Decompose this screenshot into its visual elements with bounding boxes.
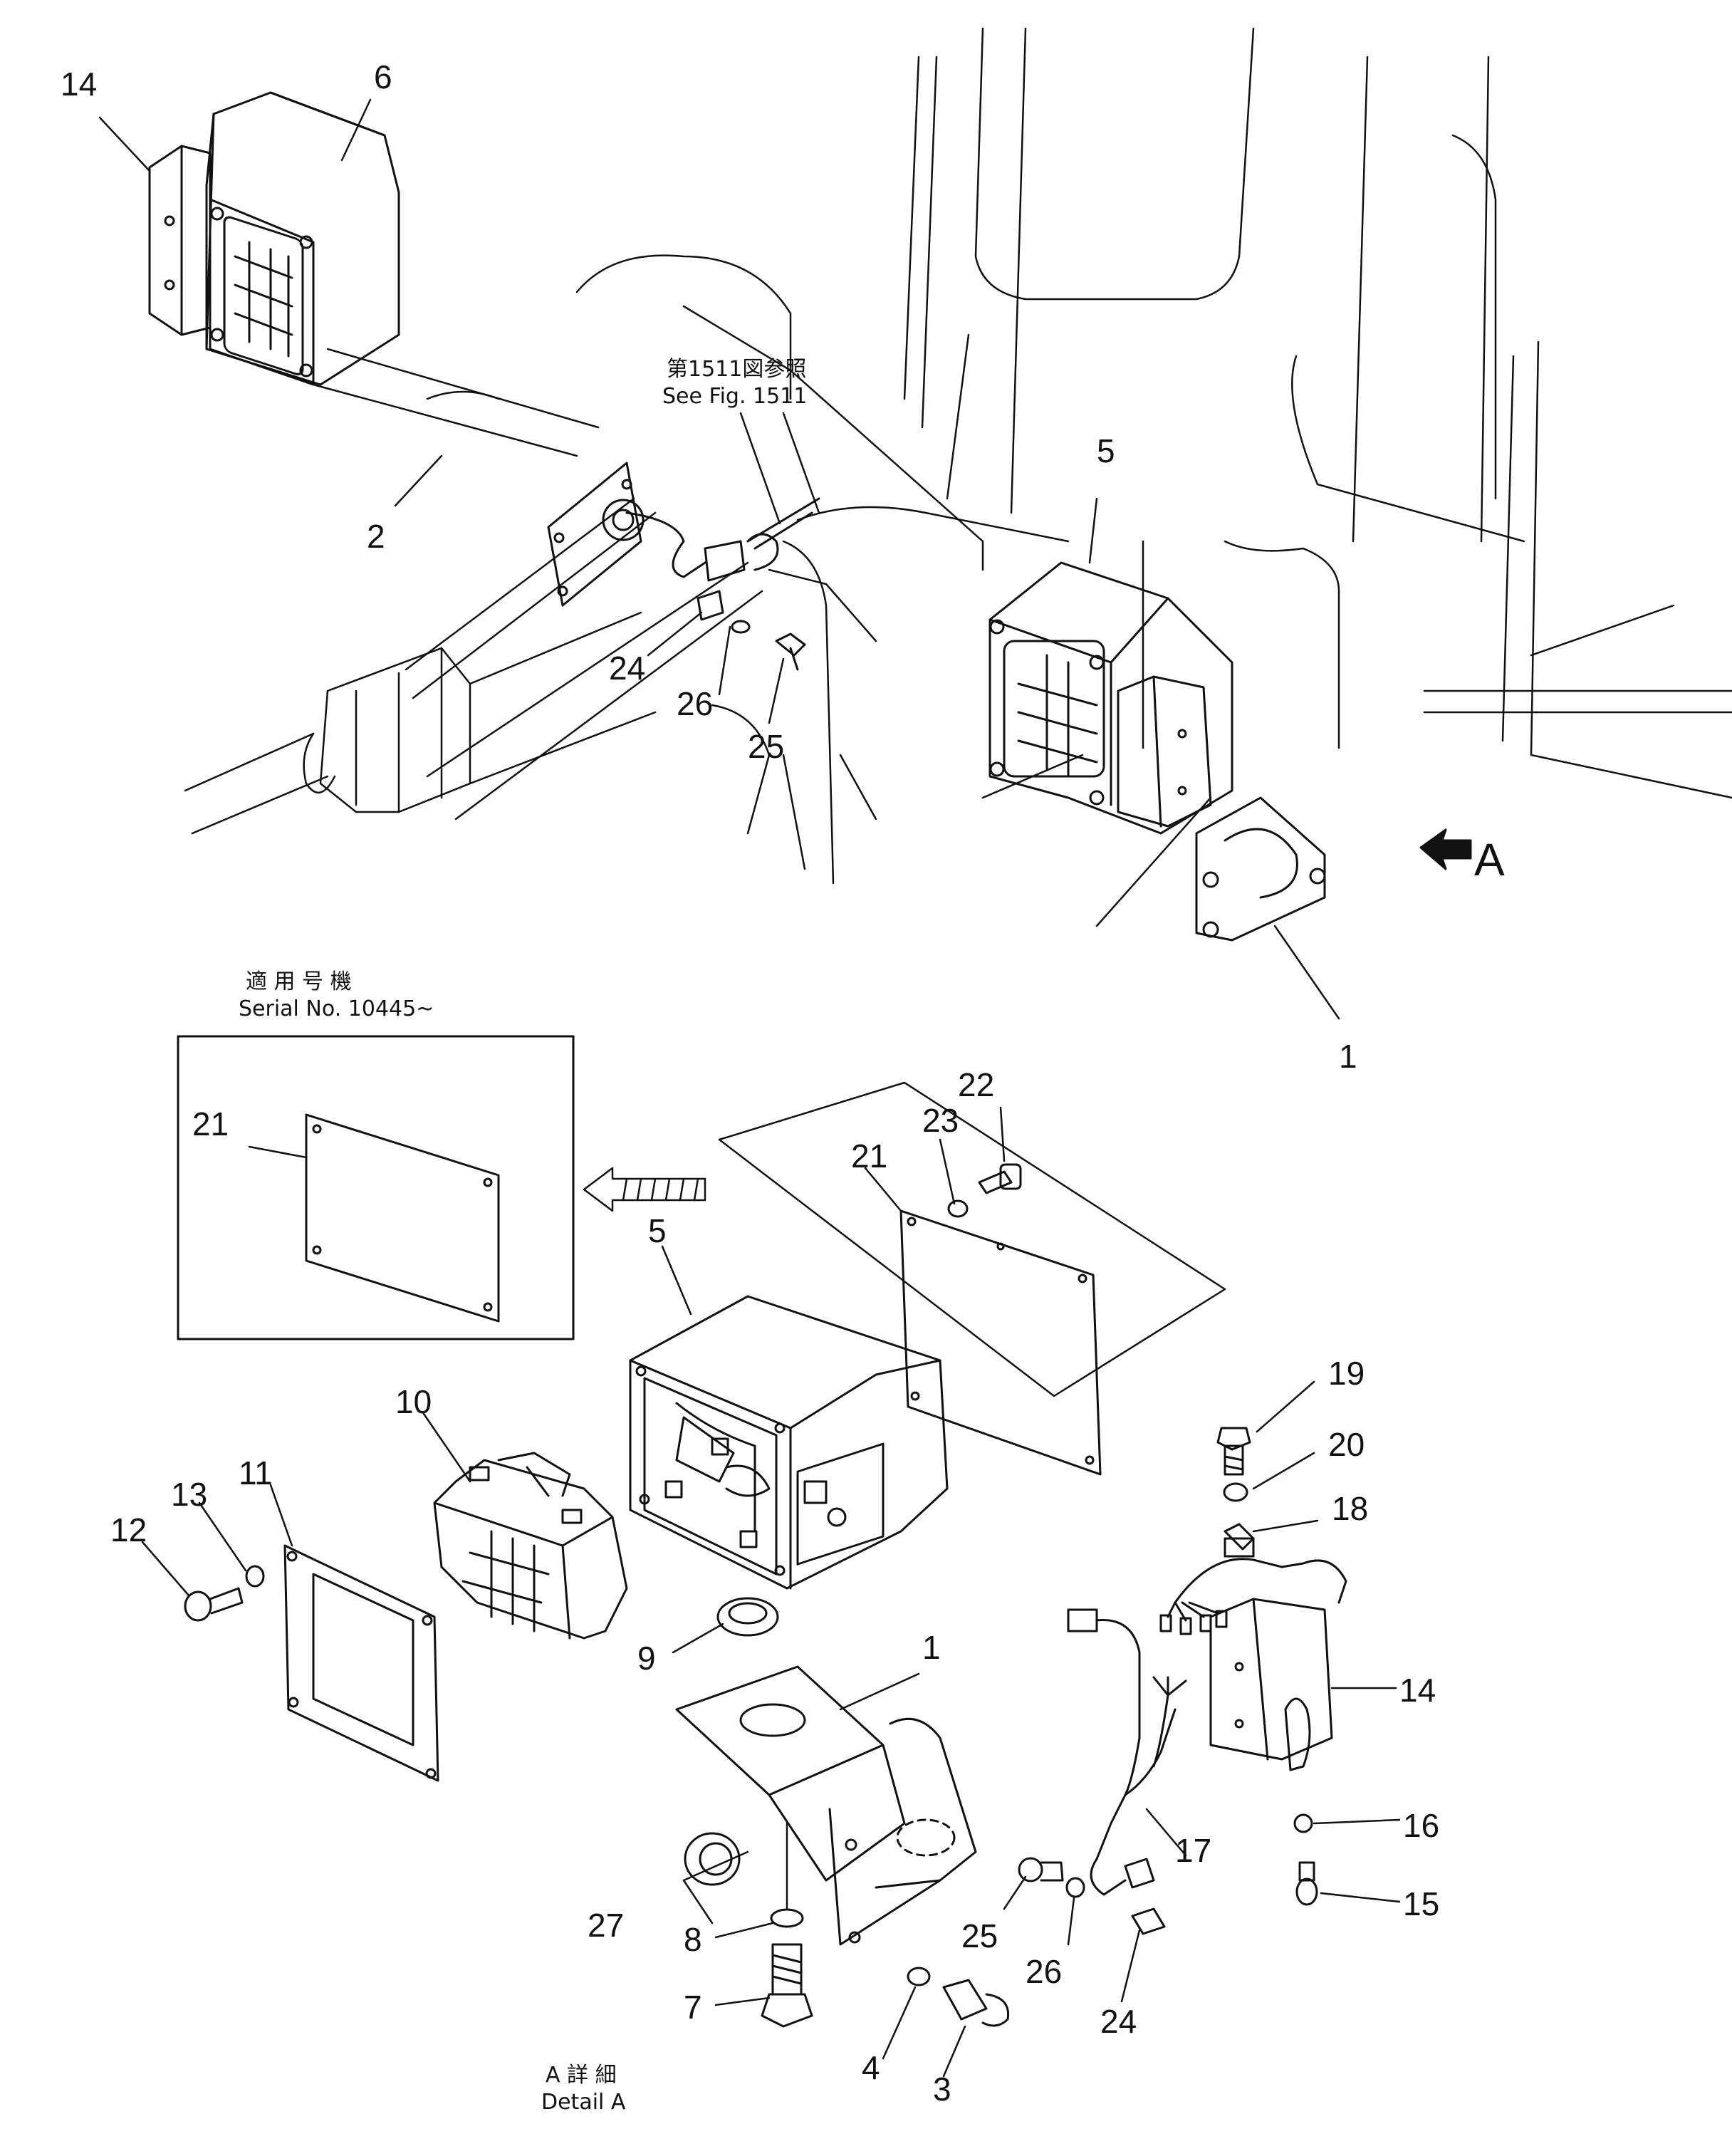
callout-6: 6	[374, 58, 392, 95]
lamp-unit-10	[433, 1452, 628, 1640]
harness-top	[547, 462, 820, 671]
washer-4	[907, 1967, 931, 1986]
screw-15	[1295, 1861, 1318, 1906]
callout-21: 21	[851, 1137, 888, 1175]
bolt-7	[761, 1943, 813, 2028]
callout-5-top: 5	[1097, 432, 1115, 469]
washer-16	[1293, 1813, 1313, 1833]
callout-18: 18	[1332, 1490, 1369, 1527]
bracket-1	[675, 1665, 977, 1946]
screw-22	[978, 1163, 1022, 1194]
washer-20	[1223, 1482, 1248, 1502]
callout-15: 15	[1403, 1885, 1440, 1922]
callout-27: 27	[588, 1907, 625, 1944]
inset-arrow	[583, 1167, 706, 1212]
grommet-9	[716, 1597, 779, 1637]
bolt-25	[1018, 1857, 1064, 1882]
callout-9: 9	[637, 1640, 656, 1677]
work-light-6	[205, 91, 400, 386]
callout-2: 2	[367, 518, 385, 555]
serial-note-en: Serial No. 10445~	[239, 996, 434, 1021]
callout-7: 7	[684, 1989, 702, 2026]
machine-outline	[184, 27, 1732, 927]
callout-20: 20	[1328, 1426, 1365, 1463]
screw-12	[184, 1587, 244, 1622]
work-light-5-top	[988, 561, 1233, 835]
washer-8	[770, 1908, 804, 1928]
leader-lines-detail	[141, 1106, 1401, 2078]
view-arrow-a	[1419, 828, 1472, 870]
clip-18	[1224, 1523, 1255, 1551]
callout-26-detail: 26	[1026, 1953, 1063, 1990]
callout-24-top: 24	[609, 650, 646, 687]
serial-inset	[177, 1035, 575, 1340]
washer-13	[245, 1565, 265, 1588]
callout-17: 17	[1175, 1832, 1212, 1869]
callout-24-detail: 24	[1100, 2003, 1137, 2040]
serial-note-jp: 適 用 号 機	[246, 969, 352, 994]
callout-12: 12	[110, 1511, 147, 1548]
bolt-19	[1216, 1427, 1251, 1476]
harness-17	[1067, 1537, 1347, 1896]
callout-25-top: 25	[748, 728, 785, 765]
callout-21-inset: 21	[192, 1105, 229, 1142]
washer-23	[947, 1199, 969, 1218]
see-fig-note: 第1511図参照 See Fig. 1511	[662, 356, 807, 410]
callout-14-top: 14	[61, 66, 98, 103]
callout-8: 8	[684, 1921, 702, 1958]
side-lamp-14	[1209, 1598, 1333, 1771]
side-lamp-14-right	[1117, 675, 1212, 828]
callout-3: 3	[933, 2071, 951, 2108]
callout-13: 13	[171, 1476, 208, 1513]
callout-1-top: 1	[1339, 1038, 1357, 1075]
clip-24	[1131, 1907, 1166, 1935]
callout-10: 10	[395, 1383, 432, 1420]
callout-4: 4	[862, 2049, 880, 2086]
callout-22: 22	[958, 1066, 995, 1103]
callout-23: 23	[922, 1102, 959, 1139]
view-letter-a: A	[1474, 834, 1505, 885]
callout-1-detail: 1	[922, 1629, 941, 1666]
bracket-1-top	[1195, 796, 1326, 942]
gasket-11	[283, 1544, 439, 1782]
bolt-3	[942, 1979, 1010, 2027]
detail-note-en: Detail A	[541, 2089, 626, 2115]
housing-5	[629, 1295, 949, 1590]
cover-plate-21	[718, 1081, 1226, 1476]
see-fig-note-jp: 第1511図参照	[667, 357, 807, 382]
washer-26	[1065, 1877, 1085, 1898]
see-fig-note-en: See Fig. 1511	[662, 383, 808, 409]
serial-note: 適 用 号 機 Serial No. 10445~	[239, 969, 434, 1022]
detail-note: A 詳 細 Detail A	[541, 2062, 625, 2115]
callout-11: 11	[239, 1454, 273, 1491]
callout-16: 16	[1403, 1807, 1440, 1844]
side-lamp-14-top	[148, 145, 212, 336]
callout-25-detail: 25	[961, 1917, 998, 1954]
callout-14-detail: 14	[1399, 1672, 1436, 1709]
callout-19: 19	[1328, 1355, 1365, 1392]
callout-26-top: 26	[677, 685, 714, 722]
leader-lines-top	[98, 98, 1340, 1020]
callout-5-detail: 5	[648, 1212, 667, 1249]
detail-note-jp: A 詳 細	[546, 2063, 617, 2088]
